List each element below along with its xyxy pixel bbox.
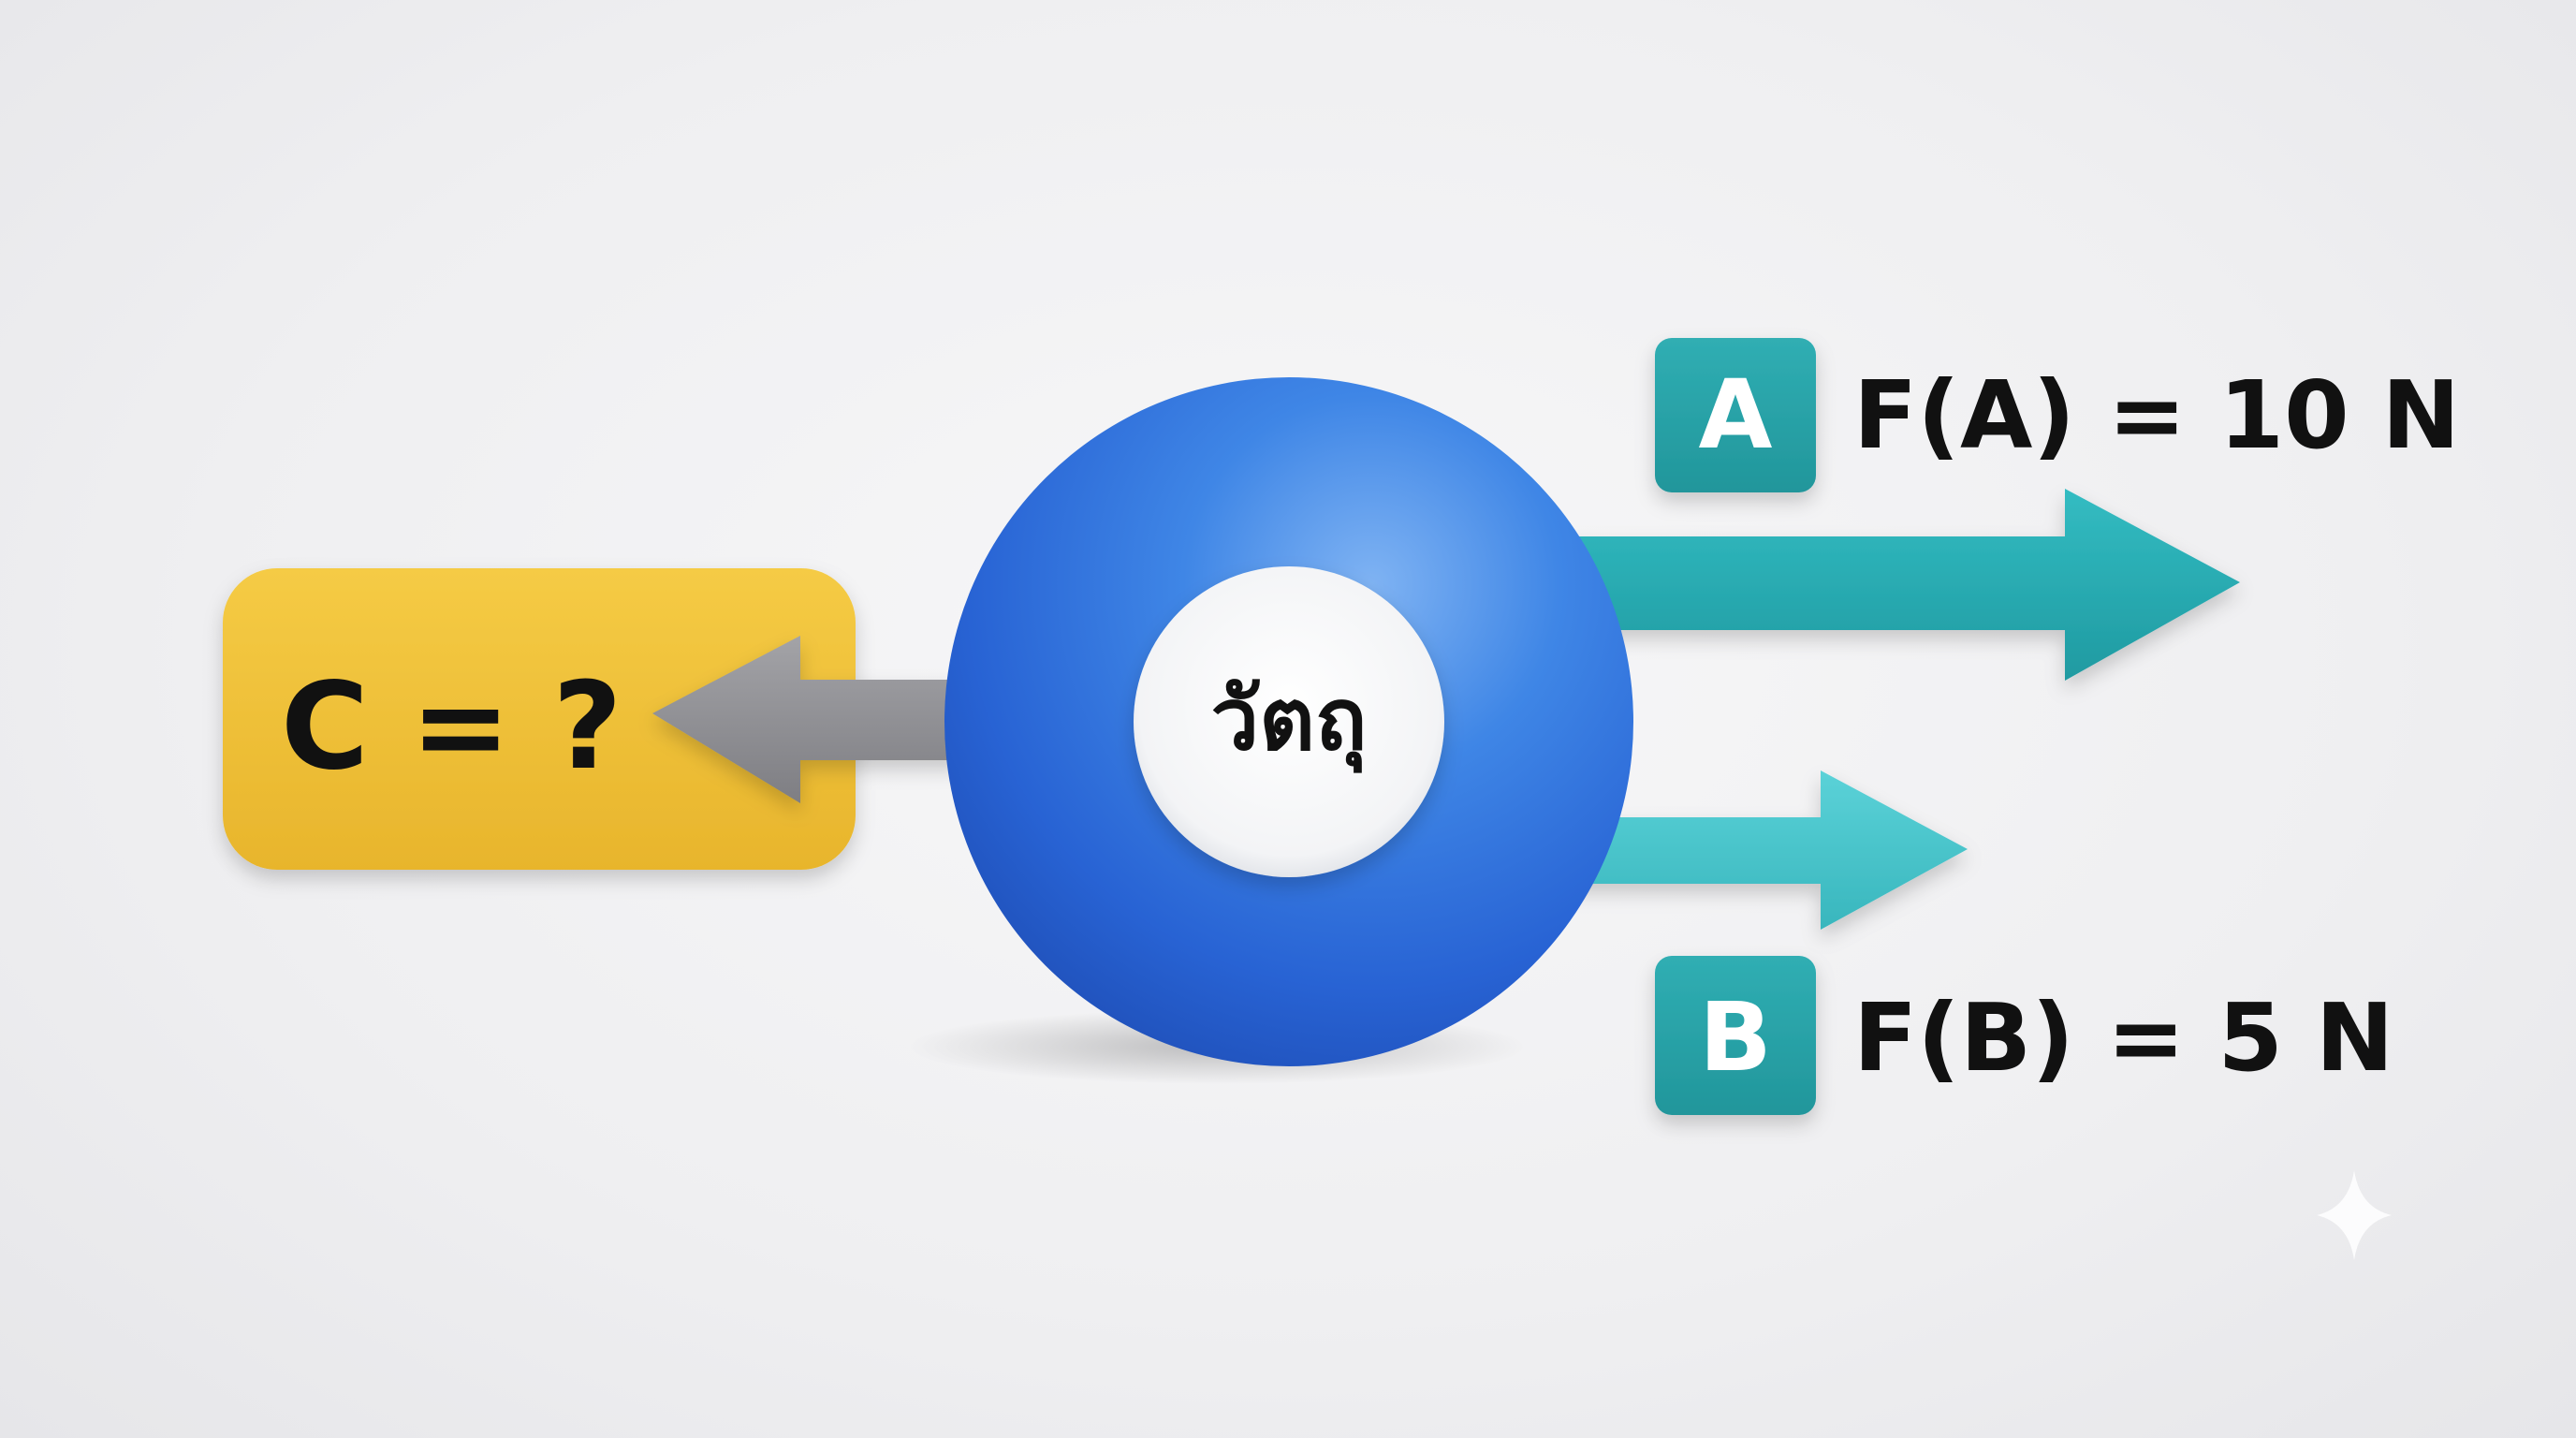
force-b-badge	[1655, 956, 1816, 1115]
force-b-badge-letter: B	[1699, 982, 1772, 1093]
force-a-label: F(A) = 10 N	[1853, 360, 2460, 470]
object-label: วัตถุ	[1210, 669, 1367, 773]
force-a-badge-letter: A	[1699, 360, 1773, 471]
unknown-force-box	[223, 568, 856, 870]
force-b-label: F(B) = 5 N	[1853, 983, 2393, 1093]
force-a-arrow	[1544, 489, 2240, 681]
force-a-badge	[1655, 338, 1816, 492]
force-c-label: C = ?	[281, 657, 622, 797]
object-label-disc	[1134, 566, 1444, 877]
sparkle-icon	[2317, 1170, 2392, 1260]
force-c-arrow	[652, 636, 964, 803]
force-b-arrow	[1544, 770, 1968, 930]
